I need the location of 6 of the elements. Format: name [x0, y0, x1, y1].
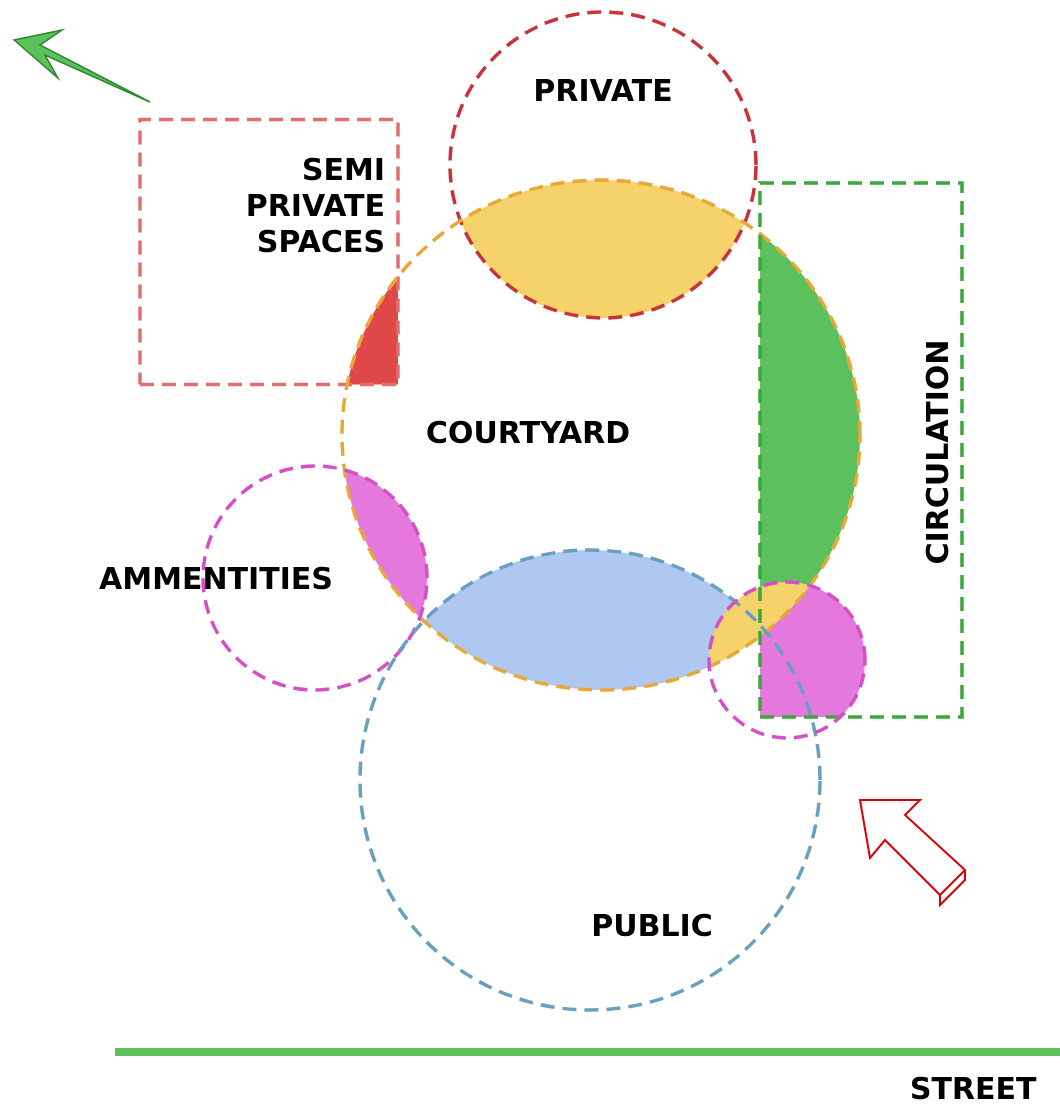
zone-bubble	[707, 580, 867, 740]
zone-box: CIRCULATION	[758, 181, 964, 719]
zone-bubble: PRIVATE	[448, 10, 758, 320]
zone-box: SEMI PRIVATE SPACES	[138, 117, 400, 387]
zone-bubble: PUBLIC	[358, 548, 822, 1012]
street-label: STREET	[912, 1076, 1037, 1100]
